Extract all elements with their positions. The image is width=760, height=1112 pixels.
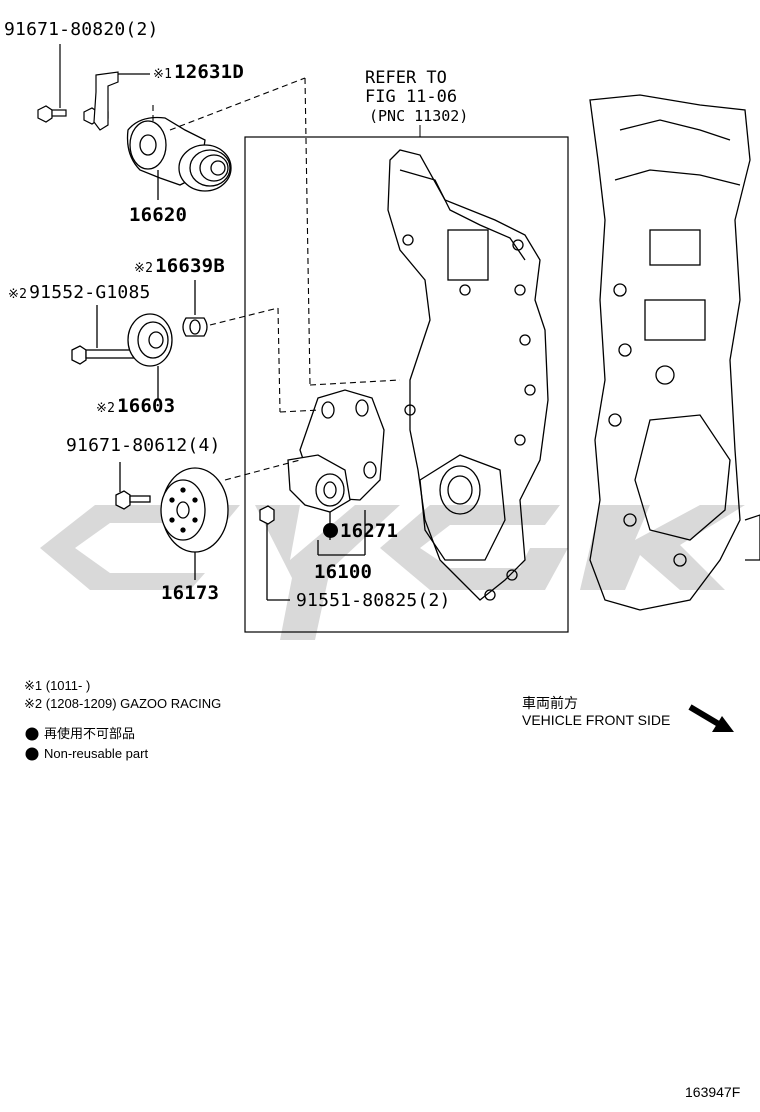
non-reusable-icon [323,523,338,538]
part-number-text: 91552-G1085 [29,282,151,303]
assembly-lines [152,77,401,481]
legend-non-reusable-jp: 再使用不可部品 [44,726,136,741]
reference-line-2: FIG 11-06 [365,87,458,107]
reference-frame [244,136,569,633]
idler-16603-drawing [71,305,173,400]
footnote-1: ※1 (1011- ) [24,678,91,693]
part-number-91551-80825: 91551-80825(2) [296,590,451,611]
footnote-mark: ※2 [96,401,116,416]
timing-cover-drawing [387,149,549,601]
reference-line-1: REFER TO [365,68,447,88]
part-number-text: 16603 [117,395,176,417]
footnote-2: ※2 (1208-1209) GAZOO RACING [24,696,222,711]
part-number-text: 16271 [340,520,399,542]
footnote-mark: ※2 [8,287,28,302]
tensioner-16620-drawing [126,116,232,200]
reference-note: REFER TO FIG 11-06 (PNC 11302) [365,69,468,126]
arrow-down-right-icon [688,704,734,732]
part-number-text: 12631D [174,61,244,83]
footnote-mark: ※2 [134,261,154,276]
illustration-code: 163947F [685,1084,741,1100]
filled-circle-icon [25,747,39,761]
water-pump-16100-drawing [259,389,385,601]
filled-circle-icon [25,727,39,741]
bracket-12631d-drawing [93,71,150,131]
spacer-16639b-drawing [182,280,208,337]
reference-line-3: (PNC 11302) [369,107,469,125]
vehicle-front-jp: 車両前方 [522,695,578,711]
pulley-16173-drawing [115,462,229,580]
vehicle-front-en: VEHICLE FRONT SIDE [522,712,671,728]
footnote-mark: ※1 [153,67,173,82]
part-number-16173: 16173 [161,582,220,604]
part-number-16620: 16620 [129,204,188,226]
engine-block-drawing [589,94,760,611]
part-number-16100: 16100 [314,561,373,583]
part-number-91671-80612: 91671-80612(4) [66,435,221,456]
vehicle-front-label: 車両前方 VEHICLE FRONT SIDE [522,695,670,729]
part-number-text: 16639B [155,255,225,277]
part-number-16271: 16271 [323,522,398,541]
legend-non-reusable-en: Non-reusable part [44,746,149,761]
part-number-91671-80820: 91671-80820(2) [4,19,159,40]
